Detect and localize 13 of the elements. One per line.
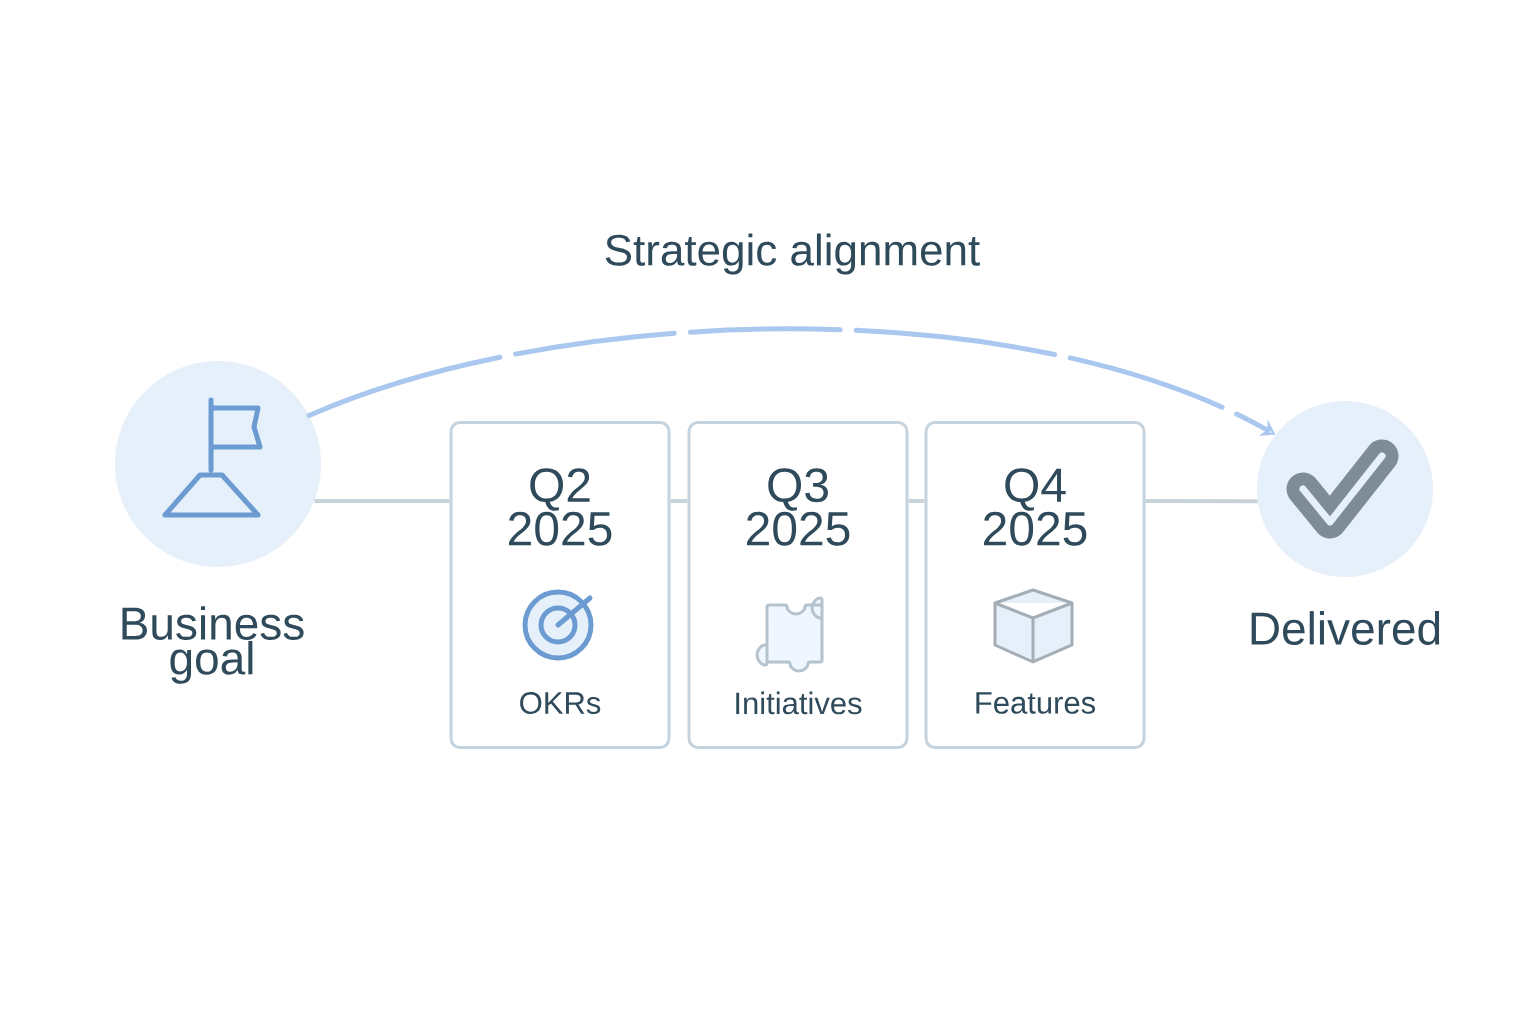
- connector-line: [314, 499, 450, 503]
- card-caption: Initiatives: [736, 691, 862, 715]
- connector-line: [1145, 499, 1258, 504]
- quarter-label: Q4 2025: [984, 468, 1087, 546]
- node-label: Business goal: [122, 606, 304, 684]
- card-caption: OKRs: [520, 692, 601, 714]
- quarter-label: Q3 2025: [747, 468, 850, 546]
- connector-line: [670, 499, 688, 503]
- quarter-label: Q2 2025: [509, 468, 612, 546]
- card-caption: Features: [976, 692, 1096, 714]
- node-label: Delivered: [1251, 611, 1440, 645]
- edge-label: Strategic alignment: [599, 229, 985, 279]
- connector-line: [908, 499, 925, 503]
